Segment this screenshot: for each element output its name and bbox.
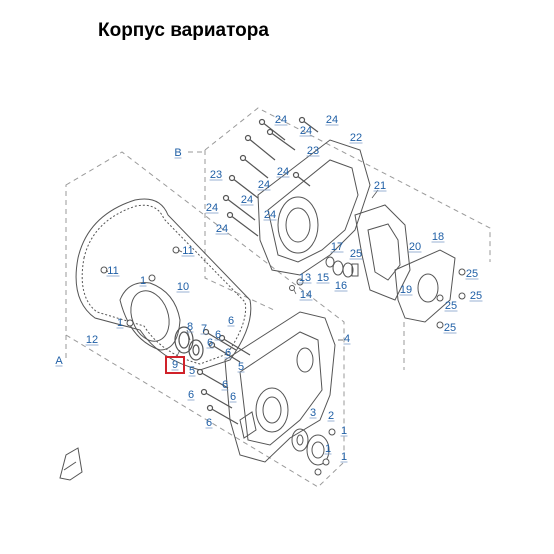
callout-c6b[interactable]: 6	[215, 329, 221, 341]
callout-cA[interactable]: A	[55, 355, 63, 367]
callout-c11a[interactable]: 11	[182, 245, 193, 257]
callout-c6e[interactable]: 6	[222, 379, 228, 391]
callout-c23a[interactable]: 23	[307, 145, 319, 157]
outer-cover-plate	[119, 282, 181, 351]
callout-c23b[interactable]: 23	[210, 169, 222, 181]
callout-c20[interactable]: 20	[409, 241, 421, 253]
callout-c24d[interactable]: 24	[277, 166, 289, 178]
callout-c6a[interactable]: 6	[228, 315, 234, 327]
callout-c3[interactable]: 3	[310, 407, 316, 419]
callout-c18[interactable]: 18	[432, 231, 444, 243]
callout-c8[interactable]: 8	[187, 321, 193, 333]
callout-c6d[interactable]: 6	[225, 347, 231, 359]
small-fittings	[289, 256, 359, 291]
highlight-box	[165, 356, 185, 374]
callout-c25d[interactable]: 25	[470, 290, 482, 302]
seal-ring-8	[174, 326, 194, 354]
callout-c5b[interactable]: 5	[238, 361, 244, 373]
callout-c25c[interactable]: 25	[445, 300, 457, 312]
zone-b-outline	[188, 107, 491, 370]
callout-c1a[interactable]: 1	[140, 275, 146, 287]
callout-c22[interactable]: 22	[350, 132, 362, 144]
callout-c14[interactable]: 14	[300, 289, 312, 301]
callout-cB[interactable]: B	[174, 147, 181, 159]
callout-c19[interactable]: 19	[400, 284, 412, 296]
callout-c25a[interactable]: 25	[350, 248, 362, 260]
screws	[100, 246, 466, 476]
callout-c24f[interactable]: 24	[241, 194, 253, 206]
callout-c17[interactable]: 17	[331, 241, 343, 253]
callout-c24b[interactable]: 24	[300, 125, 312, 137]
callout-c5a[interactable]: 5	[189, 365, 195, 377]
callout-c10[interactable]: 10	[177, 281, 189, 293]
callout-c24i[interactable]: 24	[216, 223, 228, 235]
callout-c24e[interactable]: 24	[258, 179, 270, 191]
callout-c6c[interactable]: 6	[207, 337, 213, 349]
bolts-6-middle	[196, 328, 251, 425]
callout-c12[interactable]: 12	[86, 334, 98, 346]
boot-icon	[59, 447, 83, 481]
cover-gasket	[75, 198, 252, 371]
callout-c1c[interactable]: 1	[341, 425, 347, 437]
callout-c9[interactable]: 9	[172, 359, 178, 371]
callout-c2[interactable]: 2	[328, 410, 334, 422]
zone-a-outline	[65, 151, 345, 488]
callout-c6f[interactable]: 6	[188, 389, 194, 401]
callout-c25e[interactable]: 25	[444, 322, 456, 334]
variator-housing-body	[224, 311, 336, 463]
callout-c25b[interactable]: 25	[466, 268, 478, 280]
callout-c4[interactable]: 4	[344, 333, 350, 345]
callout-c6g[interactable]: 6	[206, 417, 212, 429]
mounting-bracket-21	[354, 204, 411, 301]
side-plate-19	[394, 249, 456, 323]
callout-c15[interactable]: 15	[317, 272, 329, 284]
callout-c24h[interactable]: 24	[264, 209, 276, 221]
callout-c1e[interactable]: 1	[341, 451, 347, 463]
callout-c1b[interactable]: 1	[117, 317, 123, 329]
callout-c13[interactable]: 13	[299, 272, 311, 284]
callout-c24a[interactable]: 24	[275, 114, 287, 126]
callout-c24g[interactable]: 24	[206, 202, 218, 214]
callout-c16[interactable]: 16	[335, 280, 347, 292]
leader-lines	[105, 189, 379, 359]
callout-c21[interactable]: 21	[374, 180, 386, 192]
bearing-7	[188, 339, 204, 361]
bolts-24-top	[222, 116, 319, 237]
callout-c24c[interactable]: 24	[326, 114, 338, 126]
inner-housing-cover	[257, 139, 371, 276]
diagram-title: Корпус вариатора	[98, 20, 269, 41]
bearing-3	[291, 428, 309, 452]
callout-c1d[interactable]: 1	[325, 443, 331, 455]
callout-c6h[interactable]: 6	[230, 391, 236, 403]
seal-2	[306, 434, 330, 466]
callout-c7[interactable]: 7	[201, 323, 207, 335]
callout-c11b[interactable]: 11	[107, 265, 118, 277]
